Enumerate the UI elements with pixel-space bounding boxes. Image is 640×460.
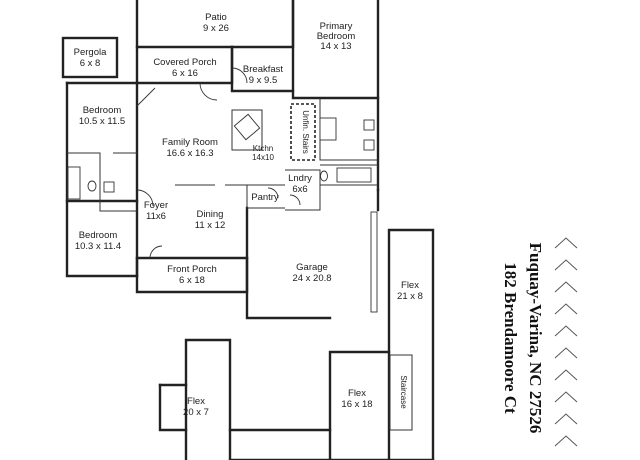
chevron-up-icon xyxy=(554,413,578,425)
svg-text:10.5 x 11.5: 10.5 x 11.5 xyxy=(79,116,125,127)
svg-text:Primary: Primary xyxy=(320,21,353,32)
chevron-up-icon xyxy=(554,369,578,381)
svg-text:14x10: 14x10 xyxy=(252,153,274,162)
room-label-covered-porch: Covered Porch 6 x 16 xyxy=(153,57,216,79)
address-line-1: 182 Brendamoore Ct xyxy=(501,262,520,414)
room-label-primary-bedroom: Primary Bedroom 14 x 13 xyxy=(317,21,356,52)
chevron-up-icon xyxy=(554,435,578,447)
main-floor-walls xyxy=(61,0,380,320)
room-label-patio: Patio 9 x 26 xyxy=(203,12,229,34)
chevron-up-icon xyxy=(554,237,578,249)
chevron-up-icon xyxy=(554,325,578,337)
address-block: 182 Brendamoore Ct Fuquay-Varina, NC 275… xyxy=(501,243,545,434)
address-line-2: Fuquay-Varina, NC 27526 xyxy=(526,243,545,434)
svg-text:Garage: Garage xyxy=(296,262,328,273)
svg-text:Unfin. Stairs: Unfin. Stairs xyxy=(301,110,310,154)
svg-text:Covered Porch: Covered Porch xyxy=(153,57,216,68)
svg-text:21 x 8: 21 x 8 xyxy=(397,291,423,302)
room-label-front-porch: Front Porch 6 x 18 xyxy=(167,264,217,286)
room-label-pergola: Pergola 6 x 8 xyxy=(74,47,107,69)
svg-text:16.6 x 16.3: 16.6 x 16.3 xyxy=(166,148,213,159)
svg-text:11 x 12: 11 x 12 xyxy=(195,220,225,231)
room-label-flex-right: Flex 21 x 8 xyxy=(397,280,423,302)
svg-text:10.3 x 11.4: 10.3 x 11.4 xyxy=(75,241,121,252)
room-label-staircase: Staircase xyxy=(399,375,408,409)
svg-text:6x6: 6x6 xyxy=(292,184,307,195)
svg-text:Dining: Dining xyxy=(197,209,224,220)
room-label-flex-left: Flex 20 x 7 xyxy=(183,396,209,418)
svg-text:6 x 18: 6 x 18 xyxy=(179,275,205,286)
svg-text:Lndry: Lndry xyxy=(288,173,312,184)
chevron-up-icon xyxy=(554,347,578,359)
chevron-up-icon xyxy=(554,259,578,271)
svg-text:9 x 9.5: 9 x 9.5 xyxy=(249,75,278,86)
svg-text:Flex: Flex xyxy=(348,388,366,399)
svg-text:Bedroom: Bedroom xyxy=(317,31,356,42)
room-label-kitchen: Ktchn 14x10 xyxy=(252,144,274,162)
chevron-up-icon xyxy=(554,281,578,293)
svg-text:Patio: Patio xyxy=(205,12,227,23)
chevron-decoration xyxy=(554,237,578,447)
svg-text:Pantry: Pantry xyxy=(251,192,279,203)
room-label-laundry: Lndry 6x6 xyxy=(288,173,312,195)
room-label-foyer: Foyer 11x6 xyxy=(144,200,168,222)
svg-text:Family Room: Family Room xyxy=(162,137,218,148)
svg-text:20 x 7: 20 x 7 xyxy=(183,407,209,418)
room-label-unfin-stairs: Unfin. Stairs xyxy=(301,110,310,154)
room-label-dining: Dining 11 x 12 xyxy=(195,209,225,231)
lower-level-walls xyxy=(158,228,435,460)
svg-text:9 x 26: 9 x 26 xyxy=(203,23,229,34)
svg-text:6 x 8: 6 x 8 xyxy=(80,58,101,69)
svg-text:Pergola: Pergola xyxy=(74,47,107,58)
svg-text:16 x 18: 16 x 18 xyxy=(341,399,372,410)
svg-text:14 x 13: 14 x 13 xyxy=(320,41,351,52)
room-label-breakfast: Breakfast 9 x 9.5 xyxy=(243,64,283,86)
chevron-up-icon xyxy=(554,303,578,315)
room-label-bedroom-upper: Bedroom 10.5 x 11.5 xyxy=(79,105,125,127)
svg-text:Bedroom: Bedroom xyxy=(83,105,122,116)
svg-text:Bedroom: Bedroom xyxy=(79,230,118,241)
room-label-flex-middle: Flex 16 x 18 xyxy=(341,388,372,410)
svg-text:Staircase: Staircase xyxy=(399,375,408,409)
doors-and-fixtures xyxy=(67,67,378,313)
svg-text:11x6: 11x6 xyxy=(146,211,166,222)
svg-text:Flex: Flex xyxy=(187,396,205,407)
svg-text:Flex: Flex xyxy=(401,280,419,291)
room-label-pantry: Pantry xyxy=(251,192,279,203)
svg-text:Foyer: Foyer xyxy=(144,200,168,211)
room-label-garage: Garage 24 x 20.8 xyxy=(292,262,331,284)
svg-text:Front Porch: Front Porch xyxy=(167,264,217,275)
svg-text:24 x 20.8: 24 x 20.8 xyxy=(292,273,331,284)
room-label-family-room: Family Room 16.6 x 16.3 xyxy=(162,137,218,159)
chevron-up-icon xyxy=(554,391,578,403)
svg-text:Ktchn: Ktchn xyxy=(253,144,273,153)
svg-text:6 x 16: 6 x 16 xyxy=(172,68,198,79)
svg-text:Breakfast: Breakfast xyxy=(243,64,283,75)
room-label-bedroom-lower: Bedroom 10.3 x 11.4 xyxy=(75,230,121,252)
